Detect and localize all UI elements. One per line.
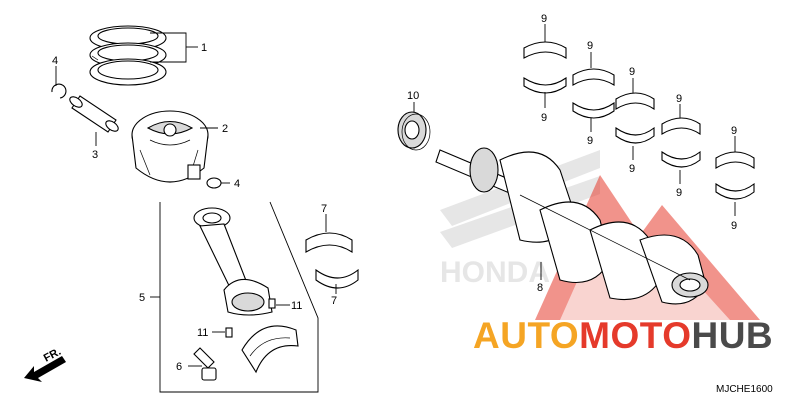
callout-9-8: 9 bbox=[676, 187, 682, 199]
callout-9-6: 9 bbox=[629, 163, 635, 175]
piston bbox=[131, 110, 209, 183]
primary-gear bbox=[397, 111, 431, 151]
callout-11-a: 11 bbox=[291, 300, 302, 312]
watermark-text: AUTOMOTOHUB bbox=[473, 315, 773, 356]
callout-9-10: 9 bbox=[731, 220, 737, 232]
callout-10: 10 bbox=[407, 90, 419, 102]
watermark-hub: HUB bbox=[691, 315, 773, 356]
rod-bearing-upper bbox=[305, 232, 353, 254]
honda-watermark-text: HONDA bbox=[440, 256, 550, 289]
callout-1: 1 bbox=[201, 42, 207, 54]
rod-bolt bbox=[193, 347, 217, 381]
front-arrow-icon bbox=[24, 356, 66, 382]
callout-7-lower: 7 bbox=[331, 295, 337, 307]
watermark-moto: MOTO bbox=[579, 315, 691, 356]
connecting-rod bbox=[193, 207, 273, 316]
conrod-group-box bbox=[159, 201, 319, 393]
watermark-auto: AUTO bbox=[473, 315, 579, 356]
callout-7-upper: 7 bbox=[321, 203, 327, 215]
callout-5: 5 bbox=[139, 292, 145, 304]
callout-11-b: 11 bbox=[197, 327, 208, 339]
callout-4-right: 4 bbox=[234, 178, 240, 190]
callout-8: 8 bbox=[537, 282, 543, 294]
crankshaft bbox=[435, 147, 709, 305]
leader-1 bbox=[150, 32, 187, 63]
callout-9-4: 9 bbox=[587, 135, 593, 147]
callout-9-1: 9 bbox=[541, 13, 547, 25]
callout-2: 2 bbox=[222, 123, 228, 135]
pin-clip-right bbox=[206, 177, 222, 189]
piston-pin bbox=[69, 95, 119, 133]
piston-rings bbox=[89, 25, 167, 86]
diagram-code: MJCHE1600 bbox=[716, 384, 773, 395]
connecting-rod-cap bbox=[241, 325, 299, 374]
callout-6: 6 bbox=[176, 361, 182, 373]
callout-4-top: 4 bbox=[52, 55, 58, 67]
callout-9-5: 9 bbox=[629, 66, 635, 78]
rod-bearing-lower bbox=[315, 268, 359, 289]
pin-clip-top bbox=[51, 83, 67, 99]
main-bearing-callouts: 9 9 9 9 9 9 9 9 9 9 bbox=[541, 13, 737, 232]
dowel-pin-a bbox=[268, 298, 276, 309]
callout-9-9: 9 bbox=[731, 125, 737, 137]
callout-9-7: 9 bbox=[676, 93, 682, 105]
callout-9-3: 9 bbox=[587, 40, 593, 52]
dowel-pin-b bbox=[225, 327, 233, 338]
callout-9-2: 9 bbox=[541, 112, 547, 124]
callout-3: 3 bbox=[92, 149, 98, 161]
main-bearings bbox=[523, 41, 755, 200]
